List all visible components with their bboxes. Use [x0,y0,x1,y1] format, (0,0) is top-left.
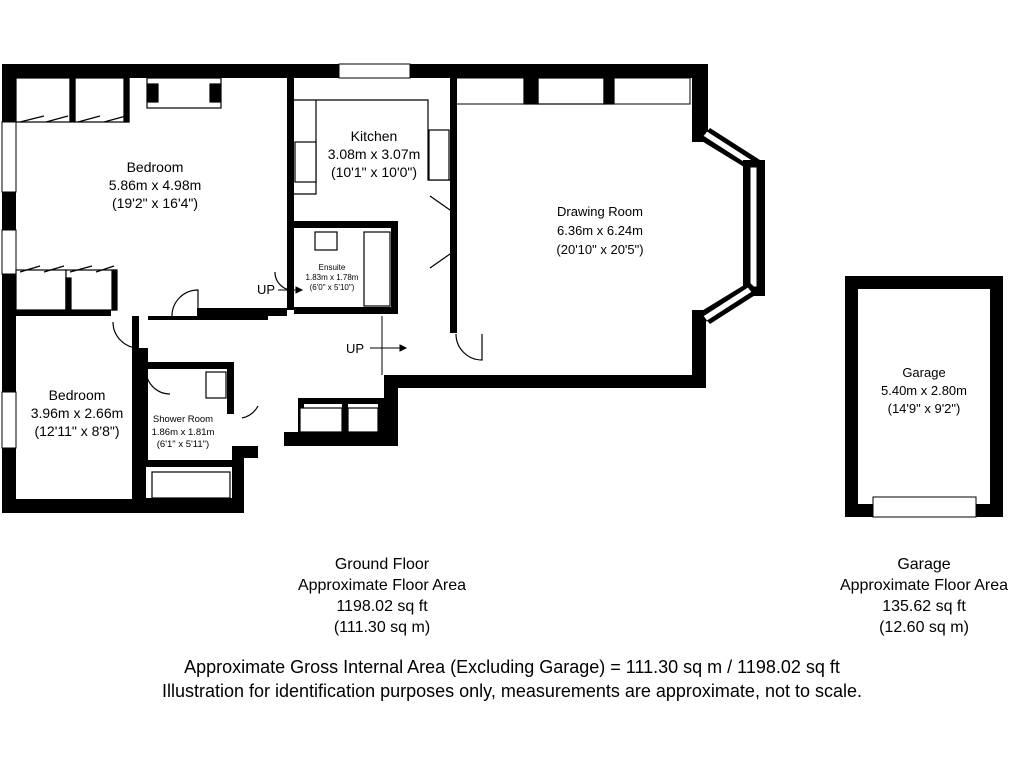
disclaimer-note: Illustration for identification purposes… [161,681,863,701]
room-name: Shower Room [153,414,213,425]
room-dimensions-imperial: (12'11" x 8'8") [34,423,119,439]
caption-title: Ground Floor [334,556,430,573]
garage-caption: Garage Approximate Floor Area 135.62 sq … [814,554,1024,638]
garage-plan [845,276,1003,517]
room-dimensions-metric: 3.96m x 2.66m [31,405,124,421]
interior-walls [16,78,457,467]
room-label-garage: Garage 5.40m x 2.80m (14'9" x 9'2") [881,365,967,416]
room-dimensions-imperial: (19'2" x 16'4") [112,195,198,211]
caption-area-sqm: (12.60 sq m) [879,619,969,636]
stair-arrows [278,286,408,375]
room-dimensions-metric: 6.36m x 6.24m [557,223,643,238]
caption-subtitle: Approximate Floor Area [839,577,1009,594]
caption-area-sqft: 135.62 sq ft [882,598,966,615]
room-dimensions-imperial: (10'1" x 10'0") [331,164,417,180]
room-label-kitchen: Kitchen 3.08m x 3.07m (10'1" x 10'0") [328,128,421,180]
ground-floor-plan [1,63,977,518]
ground-floor-caption: Ground Floor Approximate Floor Area 1198… [262,554,502,638]
room-dimensions-metric: 3.08m x 3.07m [328,146,421,162]
room-dimensions-imperial: (6'0" x 5'10") [310,283,355,292]
door-swings [19,115,483,419]
caption-title: Garage [897,556,951,573]
room-name: Drawing Room [557,204,643,219]
room-dimensions-imperial: (14'9" x 9'2") [888,401,961,416]
room-name: Garage [902,365,945,380]
room-name: Bedroom [127,159,184,175]
stair-up-label: UP [346,341,364,356]
gross-area-note: Approximate Gross Internal Area (Excludi… [184,657,840,677]
room-name: Kitchen [351,128,398,144]
caption-area-sqm: (111.30 sq m) [333,619,431,636]
room-dimensions-metric: 5.40m x 2.80m [881,383,967,398]
windows [1,63,977,518]
room-label-bedroom-main: Bedroom 5.86m x 4.98m (19'2" x 16'4") [109,159,202,211]
room-dimensions-metric: 1.86m x 1.81m [152,427,215,438]
room-dimensions-imperial: (6'1" x 5'11") [157,439,209,450]
fixtures [15,77,615,499]
room-dimensions-metric: 1.83m x 1.78m [306,273,359,282]
room-label-drawing-room: Drawing Room 6.36m x 6.24m (20'10" x 20'… [556,204,643,257]
caption-area-sqft: 1198.02 sq ft [336,598,428,615]
room-dimensions-imperial: (20'10" x 20'5") [556,242,643,257]
room-dimensions-metric: 5.86m x 4.98m [109,177,202,193]
caption-subtitle: Approximate Floor Area [297,577,467,594]
room-label-bedroom-second: Bedroom 3.96m x 2.66m (12'11" x 8'8") [31,387,124,439]
room-name: Ensuite [319,263,346,272]
stair-up-label: UP [257,282,275,297]
bay-window [700,128,765,324]
room-name: Bedroom [49,387,106,403]
room-label-ensuite: Ensuite 1.83m x 1.78m (6'0" x 5'10") [306,263,359,292]
room-label-shower-room: Shower Room 1.86m x 1.81m (6'1" x 5'11") [152,414,215,450]
